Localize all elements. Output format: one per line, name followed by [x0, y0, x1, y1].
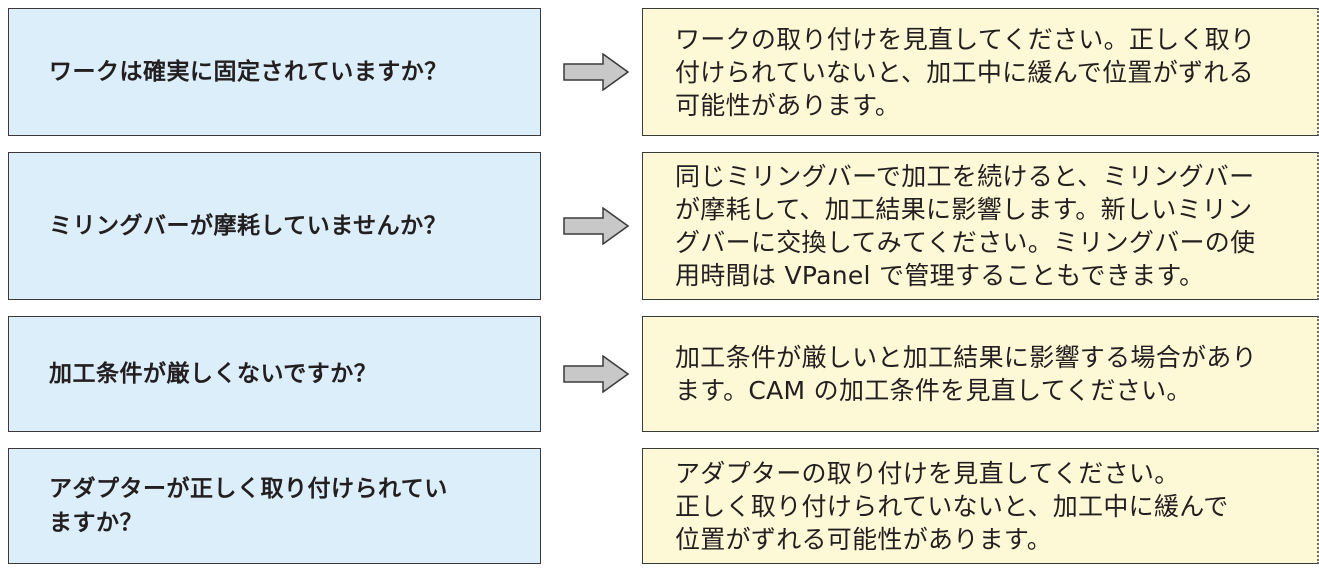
answer-box-1: ワークの取り付けを見直してください。正しく取り 付けられていないと、加工中に緩ん… — [642, 8, 1319, 136]
answer-box-4: アダプターの取り付けを見直してください。 正しく取り付けられていないと、加工中に… — [642, 448, 1319, 564]
answer-text-1: ワークの取り付けを見直してください。正しく取り 付けられていないと、加工中に緩ん… — [675, 24, 1256, 120]
question-text-4: アダプターが正しく取り付けられてい ますか？ — [49, 476, 448, 536]
question-box-2: ミリングバーが摩耗していませんか？ — [8, 152, 541, 300]
right-arrow-icon — [563, 207, 629, 245]
right-arrow-icon — [563, 53, 629, 91]
question-text-2: ミリングバーが摩耗していませんか？ — [49, 213, 448, 239]
answer-text-3: 加工条件が厳しいと加工結果に影響する場合があり ます。CAM の加工条件を見直し… — [675, 343, 1257, 405]
right-arrow-icon — [563, 355, 629, 393]
answer-box-2: 同じミリングバーで加工を続けると、ミリングバー が摩耗して、加工結果に影響します… — [642, 152, 1319, 300]
question-box-4: アダプターが正しく取り付けられてい ますか？ — [8, 448, 541, 564]
answer-text-4: アダプターの取り付けを見直してください。 正しく取り付けられていないと、加工中に… — [675, 458, 1229, 554]
answer-text-2: 同じミリングバーで加工を続けると、ミリングバー が摩耗して、加工結果に影響します… — [675, 162, 1256, 290]
question-box-1: ワークは確実に固定されていますか？ — [8, 8, 541, 136]
answer-box-3: 加工条件が厳しいと加工結果に影響する場合があり ます。CAM の加工条件を見直し… — [642, 316, 1319, 432]
question-text-3: 加工条件が厳しくないですか？ — [49, 361, 378, 387]
question-text-1: ワークは確実に固定されていますか？ — [49, 59, 448, 85]
question-box-3: 加工条件が厳しくないですか？ — [8, 316, 541, 432]
